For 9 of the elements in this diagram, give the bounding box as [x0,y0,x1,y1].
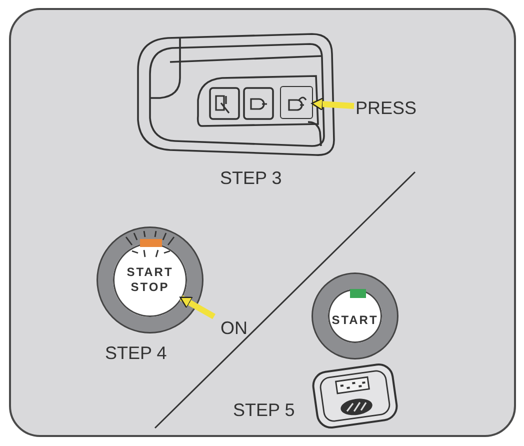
callout-label: PRESS [355,98,417,118]
step-label: STEP 4 [105,343,167,364]
callout-label: ON [220,318,248,338]
step-label: STEP 5 [233,400,295,421]
arrow [311,98,354,111]
fob-button [280,86,313,119]
button-label: START STOP [126,265,174,295]
step-label: STEP 3 [220,168,282,189]
button-label: START [332,312,378,328]
